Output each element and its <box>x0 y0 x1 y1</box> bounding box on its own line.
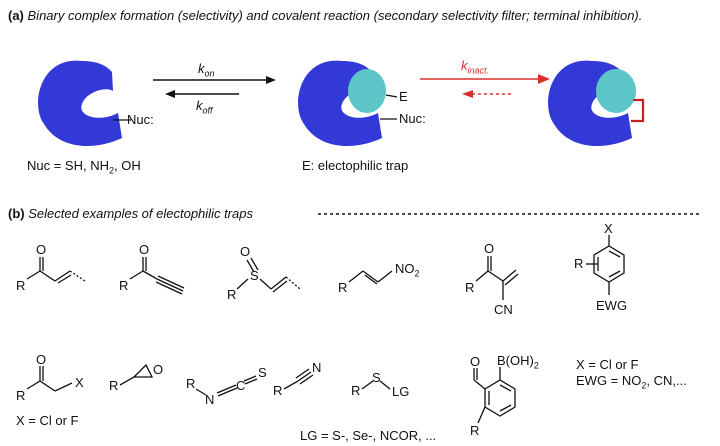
atom-r: R <box>119 278 129 293</box>
atom-r: R <box>16 278 26 293</box>
atom-r: R <box>470 423 480 438</box>
nuc-label-complex: Nuc: <box>399 111 426 126</box>
atom-n: N <box>205 392 215 407</box>
atom-o: O <box>153 362 164 377</box>
atom-o: O <box>36 242 47 257</box>
atom-c: C <box>236 378 246 393</box>
panel-a-caption: (a) Binary complex formation (selectivit… <box>8 8 642 23</box>
ewg-group: EWG <box>596 298 628 313</box>
atom-x: X <box>604 221 613 236</box>
k-on-label: kon <box>198 61 215 79</box>
atom-s: S <box>250 268 259 283</box>
nuc-label: Nuc: <box>127 112 154 127</box>
x-definition-left: X = Cl or F <box>16 413 79 428</box>
atom-r: R <box>338 280 348 295</box>
panel-a-caption-text: Binary complex formation (selectivity) a… <box>27 8 643 23</box>
protein-shape-1 <box>38 60 122 147</box>
atom-o: O <box>240 244 251 259</box>
atom-s: S <box>258 365 267 380</box>
covalent-link <box>631 98 645 123</box>
x-definition-right: X = Cl or F <box>576 357 639 372</box>
atom-s: S <box>372 370 381 385</box>
atom-r: R <box>16 388 26 403</box>
nitro-group: NO2 <box>395 261 420 279</box>
atom-n: N <box>312 360 322 375</box>
atom-o: O <box>139 242 150 257</box>
atom-x: X <box>75 375 84 390</box>
atom-r: R <box>186 376 196 391</box>
ewg-definition: EWG = NO2, CN,... <box>576 373 687 391</box>
atom-r: R <box>574 256 584 271</box>
structures <box>26 235 625 424</box>
atom-r: R <box>227 287 237 302</box>
ligand-1 <box>348 69 386 113</box>
boronic-acid-group: B(OH)2 <box>497 353 539 371</box>
atom-r: R <box>351 383 361 398</box>
k-off-label: koff <box>196 98 213 116</box>
panel-b-letter: (b) <box>8 206 25 221</box>
atom-r: R <box>273 383 283 398</box>
atom-r: R <box>109 378 119 393</box>
panel-b-caption: (b) Selected examples of electophilic tr… <box>8 206 253 221</box>
cyano-group: CN <box>494 302 513 317</box>
k-inact-label: kinact. <box>461 58 490 76</box>
e-label: E <box>399 89 408 104</box>
e-definition: E: electophilic trap <box>302 158 409 173</box>
lg-definition: LG = S-, Se-, NCOR, ... <box>300 428 437 443</box>
atom-o: O <box>484 241 495 256</box>
nuc-definition: Nuc = SH, NH2, OH <box>27 158 141 176</box>
ligand-2 <box>596 69 636 113</box>
atom-o: O <box>36 352 47 367</box>
panel-a-letter: (a) <box>8 8 24 23</box>
panel-b-caption-text: Selected examples of electophilic traps <box>28 206 253 221</box>
atom-r: R <box>465 280 475 295</box>
atom-o: O <box>470 354 481 369</box>
leaving-group: LG <box>392 384 410 399</box>
